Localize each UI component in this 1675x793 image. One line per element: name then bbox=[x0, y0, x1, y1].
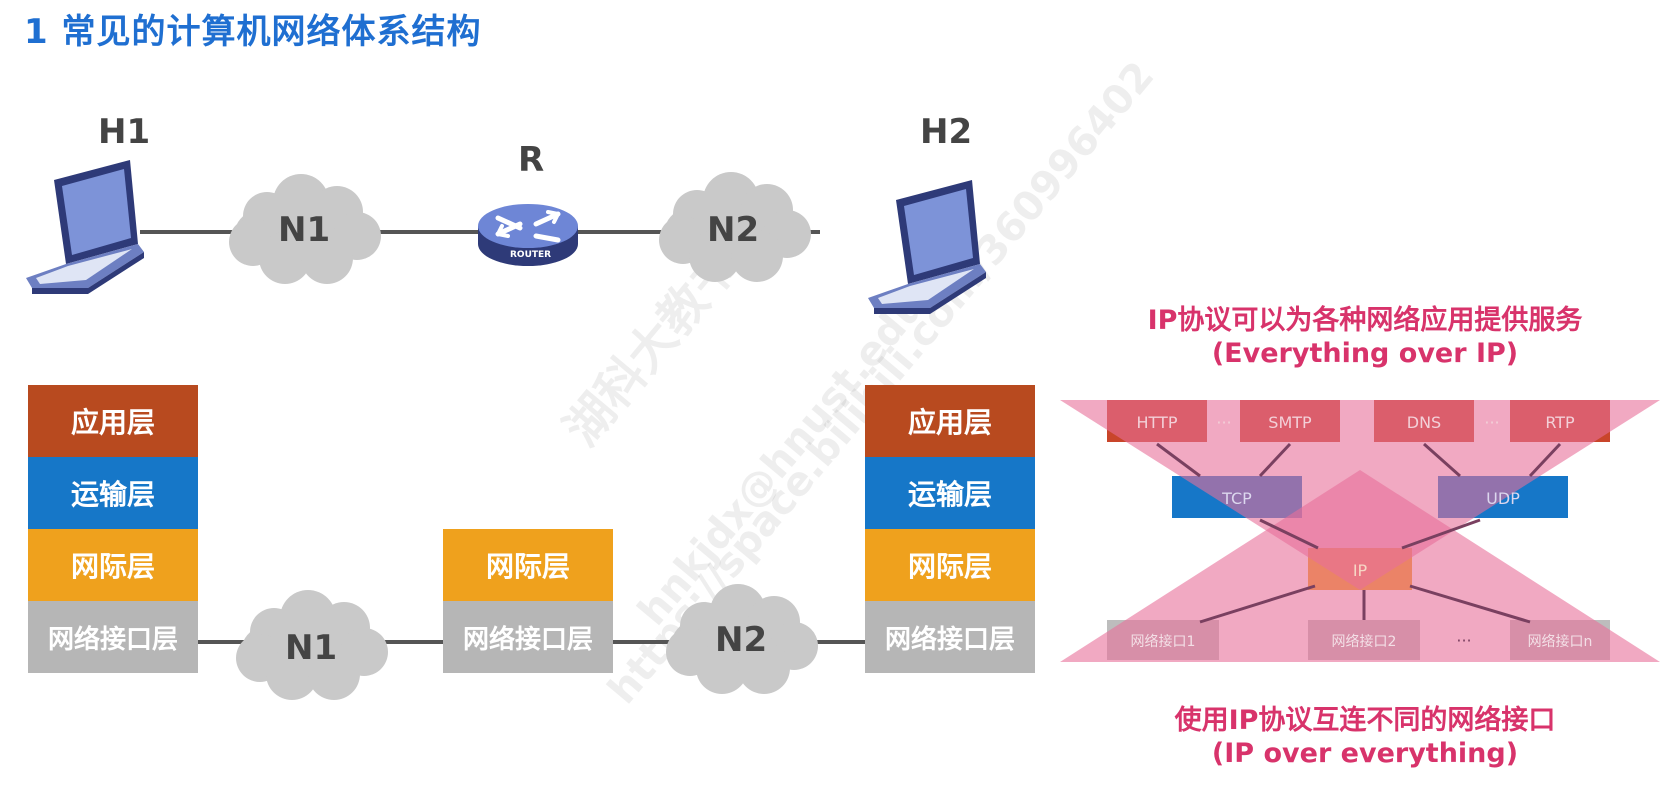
arrow-http-tcp bbox=[1156, 442, 1201, 478]
arrow-udp-ip bbox=[1401, 518, 1481, 550]
n1-bottom-cloud-label: N1 bbox=[285, 628, 338, 668]
left-transport-layer: 运输层 bbox=[28, 457, 198, 529]
interface1-label: 网络接口1 bbox=[1131, 633, 1196, 650]
n2-cloud-label: N2 bbox=[707, 210, 760, 250]
right-transport-layer: 运输层 bbox=[865, 457, 1035, 529]
n2-bottom-cloud-label: N2 bbox=[715, 620, 768, 660]
bottom-triangle bbox=[1060, 470, 1660, 662]
interface-ellipsis: ··· bbox=[1456, 631, 1471, 650]
interfacen-label: 网络接口n bbox=[1528, 633, 1593, 650]
arrow-smtp-tcp bbox=[1258, 442, 1292, 478]
arrow-ip-ifn bbox=[1409, 584, 1531, 624]
left-interface-layer: 网络接口层 bbox=[28, 601, 198, 673]
right-internet-layer: 网际层 bbox=[865, 529, 1035, 601]
h1-label: H1 bbox=[98, 112, 151, 152]
left-application-layer: 应用层 bbox=[28, 385, 198, 457]
page-title: 1 常见的计算机网络体系结构 bbox=[24, 12, 482, 52]
router-label: R bbox=[518, 140, 545, 180]
http-label: HTTP bbox=[1137, 413, 1178, 432]
router-icon bbox=[478, 204, 578, 266]
top-caption-line2: (Everything over IP) bbox=[1211, 338, 1519, 369]
app-ellipsis-2: ··· bbox=[1484, 413, 1499, 432]
udp-label: UDP bbox=[1486, 489, 1520, 508]
h2-label: H2 bbox=[920, 112, 973, 152]
arrow-rtp-udp bbox=[1528, 442, 1562, 478]
tcp-label: TCP bbox=[1221, 489, 1252, 508]
smtp-label: SMTP bbox=[1268, 413, 1312, 432]
h1-laptop-icon bbox=[26, 160, 144, 294]
right-interface-layer: 网络接口层 bbox=[865, 601, 1035, 673]
arrow-dns-udp bbox=[1423, 442, 1461, 478]
app-ellipsis-1: ··· bbox=[1216, 413, 1231, 432]
arrow-ip-if1 bbox=[1199, 584, 1316, 624]
hourglass-diagram: HTTP SMTP DNS RTP ··· ··· TCP UDP IP 网络接… bbox=[1060, 400, 1660, 662]
n1-cloud-label: N1 bbox=[278, 210, 331, 250]
ip-label: IP bbox=[1353, 561, 1368, 580]
bottom-caption-line1: 使用IP协议互连不同的网络接口 bbox=[1174, 705, 1556, 736]
rtp-label: RTP bbox=[1545, 413, 1575, 432]
arrow-tcp-ip bbox=[1259, 518, 1319, 550]
top-caption-line1: IP协议可以为各种网络应用提供服务 bbox=[1147, 305, 1583, 336]
right-application-layer: 应用层 bbox=[865, 385, 1035, 457]
h2-laptop-icon bbox=[868, 180, 986, 314]
interface2-label: 网络接口2 bbox=[1332, 633, 1397, 650]
middle-internet-layer: 网际层 bbox=[443, 529, 613, 601]
bottom-caption-line2: (IP over everything) bbox=[1211, 738, 1519, 769]
router-badge: ROUTER bbox=[510, 250, 552, 260]
dns-label: DNS bbox=[1407, 413, 1441, 432]
middle-interface-layer: 网络接口层 bbox=[443, 601, 613, 673]
left-internet-layer: 网际层 bbox=[28, 529, 198, 601]
